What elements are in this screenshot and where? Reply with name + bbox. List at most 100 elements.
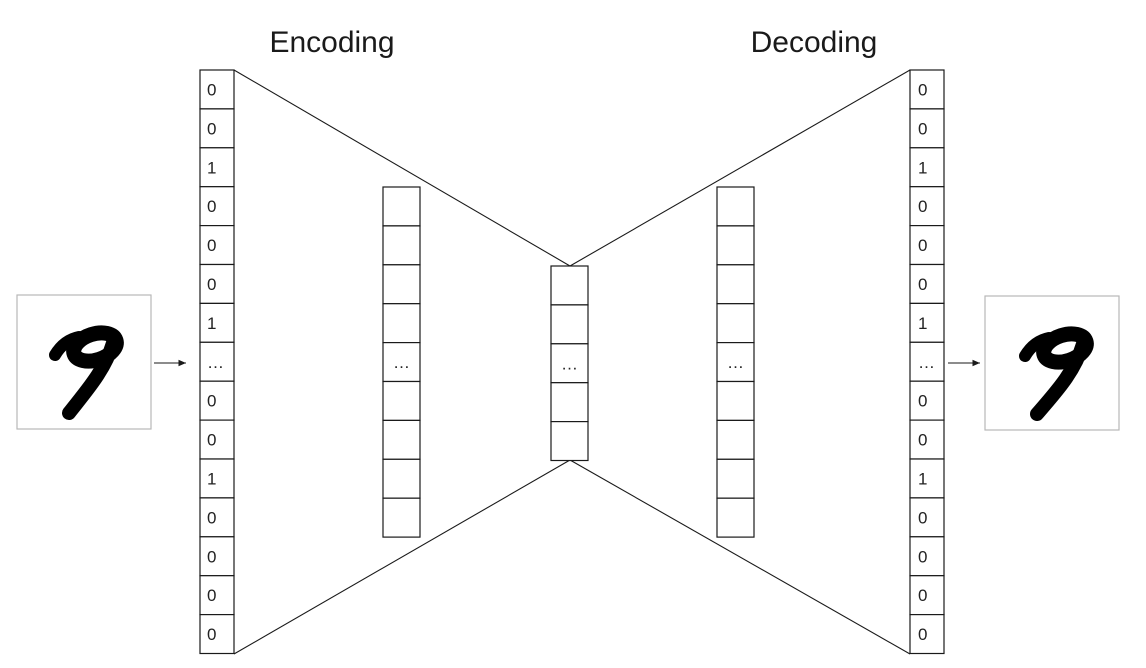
bottleneck-cell xyxy=(550,304,589,345)
encoder-hidden-cell xyxy=(382,303,421,344)
output-cell-value: 0 xyxy=(918,586,927,605)
input-cell xyxy=(199,147,235,188)
output-cell-value: 0 xyxy=(918,197,927,216)
input-cell xyxy=(199,341,235,382)
output-cell-value: 0 xyxy=(918,392,927,411)
input-cell-value: 0 xyxy=(207,275,216,294)
encoder-hidden-cell xyxy=(382,458,421,499)
input-cell xyxy=(199,263,235,305)
input-cell xyxy=(199,536,235,577)
decoder-connectors xyxy=(569,69,911,655)
decoder-hidden-cell xyxy=(716,303,755,344)
input-cell-value: 0 xyxy=(207,547,216,566)
decoder-hidden-cell xyxy=(716,497,755,538)
encoder-hidden-cell xyxy=(382,419,421,460)
input-cell-value: 0 xyxy=(207,586,216,605)
handwritten-9-icon xyxy=(1019,326,1094,421)
handwritten-9-icon xyxy=(49,325,124,420)
output-cell xyxy=(909,613,945,655)
output-cell xyxy=(909,69,945,110)
decoding-title: Decoding xyxy=(751,26,878,59)
decoder-hidden-cell xyxy=(716,225,755,266)
output-cell xyxy=(909,225,945,266)
decoder-top-connector xyxy=(569,69,911,267)
bottleneck-cell xyxy=(550,421,589,462)
output-cell-value: 0 xyxy=(918,431,927,450)
output-cell-value: 0 xyxy=(918,236,927,255)
input-cell xyxy=(199,186,235,227)
encoder-hidden-layer: … xyxy=(382,186,421,538)
bottleneck-cell xyxy=(550,382,589,423)
input-cell xyxy=(199,497,235,538)
bottleneck-layer: … xyxy=(550,265,589,462)
input-cell xyxy=(199,225,235,266)
output-cell xyxy=(909,575,945,616)
output-cell-value: 1 xyxy=(918,469,927,488)
output-cell xyxy=(909,458,945,499)
encoder-connectors xyxy=(233,69,571,655)
input-cell-value: 0 xyxy=(207,236,216,255)
input-cell xyxy=(199,419,235,460)
output-cell xyxy=(909,186,945,227)
input-cell-value: 1 xyxy=(207,158,216,177)
encoder-hidden-cell xyxy=(382,225,421,266)
input-cell-value: 1 xyxy=(207,314,216,333)
output-cell xyxy=(909,147,945,188)
encoder-hidden-cell xyxy=(382,380,421,422)
output-cell-value: 0 xyxy=(918,119,927,138)
output-cell-value: 1 xyxy=(918,158,927,177)
output-cell-value: … xyxy=(918,353,935,372)
input-cell xyxy=(199,69,235,110)
input-cell-value: 0 xyxy=(207,392,216,411)
encoder-hidden-cell xyxy=(382,186,421,227)
input-cell-value: 0 xyxy=(207,197,216,216)
decoder-bottom-connector xyxy=(569,459,911,655)
input-cell-value: 0 xyxy=(207,80,216,99)
output-cell xyxy=(909,108,945,149)
encoding-title: Encoding xyxy=(269,26,394,59)
decoder-hidden-cell xyxy=(716,264,755,305)
decoder-hidden-cell xyxy=(716,458,755,499)
input-cell-value: 0 xyxy=(207,431,216,450)
decoder-hidden-cell-value: … xyxy=(727,353,744,372)
output-cell-value: 1 xyxy=(918,314,927,333)
output-cell xyxy=(909,302,945,343)
input-cell-value: 1 xyxy=(207,469,216,488)
encoder-hidden-cell-value: … xyxy=(393,353,410,372)
output-cell xyxy=(909,419,945,460)
input-cell xyxy=(199,575,235,616)
output-cell-value: 0 xyxy=(918,80,927,99)
input-cell-value: 0 xyxy=(207,119,216,138)
output-cell-value: 0 xyxy=(918,625,927,644)
input-cell-value: 0 xyxy=(207,508,216,527)
decoder-hidden-cell xyxy=(716,419,755,460)
bottleneck-cell-value: … xyxy=(561,354,578,373)
decoder-hidden-cell xyxy=(716,186,755,227)
input-cell-value: 0 xyxy=(207,625,216,644)
bottleneck-cell xyxy=(550,343,589,384)
encoder-hidden-cell xyxy=(382,264,421,305)
output-layer: 0 0 1 0 0 0 1 … 0 0 1 0 0 0 0 xyxy=(909,69,945,655)
input-digit-image xyxy=(16,294,152,430)
input-cell-value: … xyxy=(207,353,224,372)
output-cell xyxy=(909,263,945,305)
output-cell-value: 0 xyxy=(918,508,927,527)
encoder-top-connector xyxy=(233,69,571,267)
input-cell xyxy=(199,108,235,149)
output-cell xyxy=(909,536,945,577)
output-cell xyxy=(909,341,945,382)
bottleneck-cell xyxy=(550,265,589,306)
output-digit-image xyxy=(984,295,1120,431)
input-cell xyxy=(199,458,235,499)
encoder-hidden-cell xyxy=(382,497,421,538)
decoder-hidden-layer: … xyxy=(716,186,755,538)
output-cell-value: 0 xyxy=(918,547,927,566)
input-layer: 0 0 1 0 0 0 1 … 0 0 1 0 0 0 0 xyxy=(199,69,235,655)
input-cell xyxy=(199,613,235,655)
encoder-bottom-connector xyxy=(233,459,571,655)
input-cell xyxy=(199,302,235,343)
output-cell xyxy=(909,497,945,538)
output-cell-value: 0 xyxy=(918,275,927,294)
decoder-hidden-cell xyxy=(716,380,755,422)
